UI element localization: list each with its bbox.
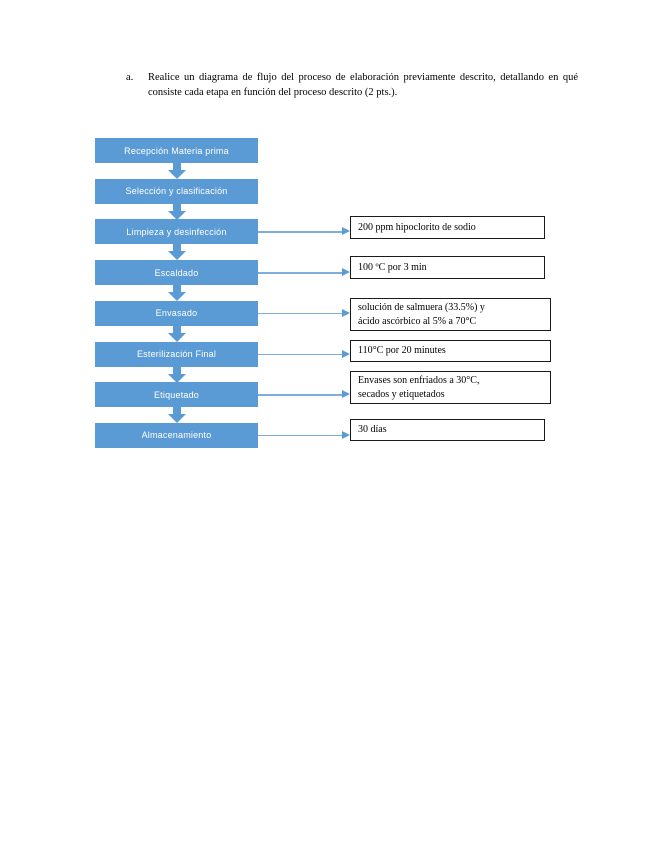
list-bullet: a.	[126, 72, 134, 83]
flow-down-arrow-icon	[168, 163, 186, 179]
process-note-text: solución de salmuera (33.5%) y	[358, 302, 485, 313]
process-stage-label: Almacenamiento	[141, 430, 212, 441]
process-stage-box: Recepción Materia prima	[95, 138, 258, 163]
process-stage-box: Limpieza y desinfección	[95, 219, 258, 245]
process-note-box: 110°C por 20 minutes	[350, 340, 551, 362]
process-stage-box: Esterilización Final	[95, 341, 258, 367]
note-connector-arrow-icon	[258, 349, 350, 359]
prompt-text: Realice un diagrama de flujo del proceso…	[148, 72, 578, 98]
process-stage-label: Recepción Materia prima	[124, 145, 229, 156]
process-note-text: 100 ºC por 3 min	[358, 261, 427, 273]
process-stage-box: Envasado	[95, 300, 258, 326]
note-connector-arrow-icon	[258, 430, 350, 440]
question-prompt: a. Realice un diagrama de flujo del proc…	[126, 70, 578, 100]
process-stage-box: Almacenamiento	[95, 422, 258, 448]
process-stage-label: Selección y clasificación	[125, 186, 228, 197]
process-stage-label: Envasado	[155, 308, 198, 319]
process-note-box: 30 días	[350, 419, 545, 441]
process-note-box: 100 ºC por 3 min	[350, 256, 545, 279]
process-note-text: Envases son enfriados a 30°C,	[358, 375, 480, 386]
process-note-text: ácido ascórbico al 5% a 70°C	[358, 315, 477, 327]
process-stage-box: Etiquetado	[95, 382, 258, 408]
process-stage-label: Escaldado	[154, 267, 199, 278]
process-note-text: secados y etiquetados	[358, 388, 445, 400]
process-stage-label: Esterilización Final	[136, 349, 217, 359]
process-note-text: 200 ppm hipoclorito de sodio	[358, 221, 476, 233]
process-stage-label: Etiquetado	[153, 389, 200, 400]
flow-down-arrow-icon	[168, 325, 186, 342]
flow-down-arrow-icon	[168, 285, 186, 302]
note-connector-arrow-icon	[258, 390, 350, 399]
note-connector-arrow-icon	[258, 227, 350, 236]
process-note-text: 110°C por 20 minutes	[358, 345, 446, 357]
note-connector-arrow-icon	[258, 308, 350, 318]
flow-down-arrow-icon	[168, 407, 186, 424]
flow-down-arrow-icon	[168, 244, 186, 261]
flow-down-arrow-icon	[168, 203, 186, 220]
process-note-box: 200 ppm hipoclorito de sodio	[350, 216, 545, 239]
process-note-text: 30 días	[358, 424, 387, 436]
process-stage-label: Limpieza y desinfección	[126, 226, 227, 237]
process-note-box: Envases son enfriados a 30°C, secados y e…	[350, 371, 551, 404]
process-stage-box: Selección y clasificación	[95, 178, 258, 204]
process-note-box: solución de salmuera (33.5%) y ácido ascó…	[350, 298, 551, 331]
process-stage-box: Escaldado	[95, 260, 258, 286]
note-connector-arrow-icon	[258, 268, 350, 277]
flow-down-arrow-icon	[168, 366, 186, 383]
